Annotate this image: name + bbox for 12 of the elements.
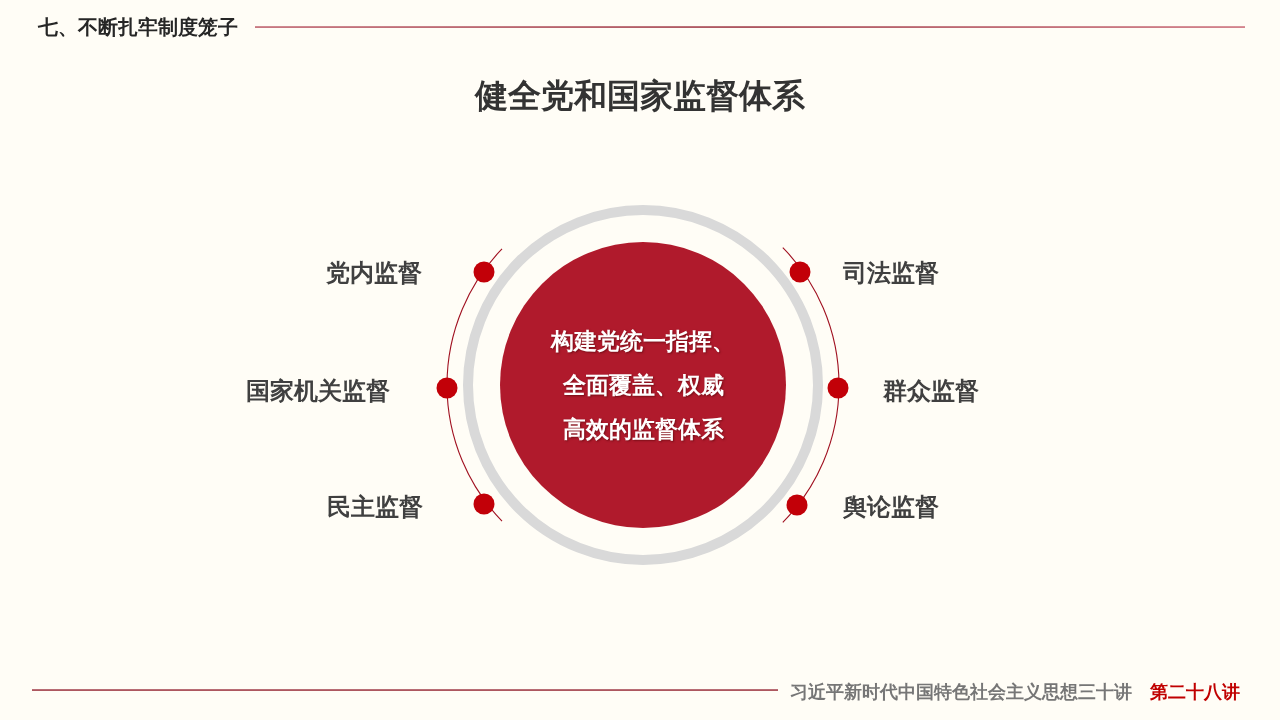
center-circle — [500, 242, 786, 528]
supervision-label: 国家机关监督 — [246, 376, 390, 406]
supervision-label: 群众监督 — [883, 376, 979, 406]
section-heading: 七、不断扎牢制度笼子 — [38, 15, 238, 39]
supervision-label: 司法监督 — [843, 258, 939, 288]
supervision-label: 民主监督 — [327, 492, 423, 522]
slide-title: 健全党和国家监督体系 — [475, 76, 805, 116]
lecture-number: 第二十八讲 — [1150, 681, 1240, 703]
supervision-label: 党内监督 — [326, 258, 422, 288]
supervision-label: 舆论监督 — [843, 492, 939, 522]
center-text: 构建党统一指挥、全面覆盖、权威高效的监督体系 — [549, 327, 736, 444]
series-title: 习近平新时代中国特色社会主义思想三十讲 — [790, 681, 1132, 703]
